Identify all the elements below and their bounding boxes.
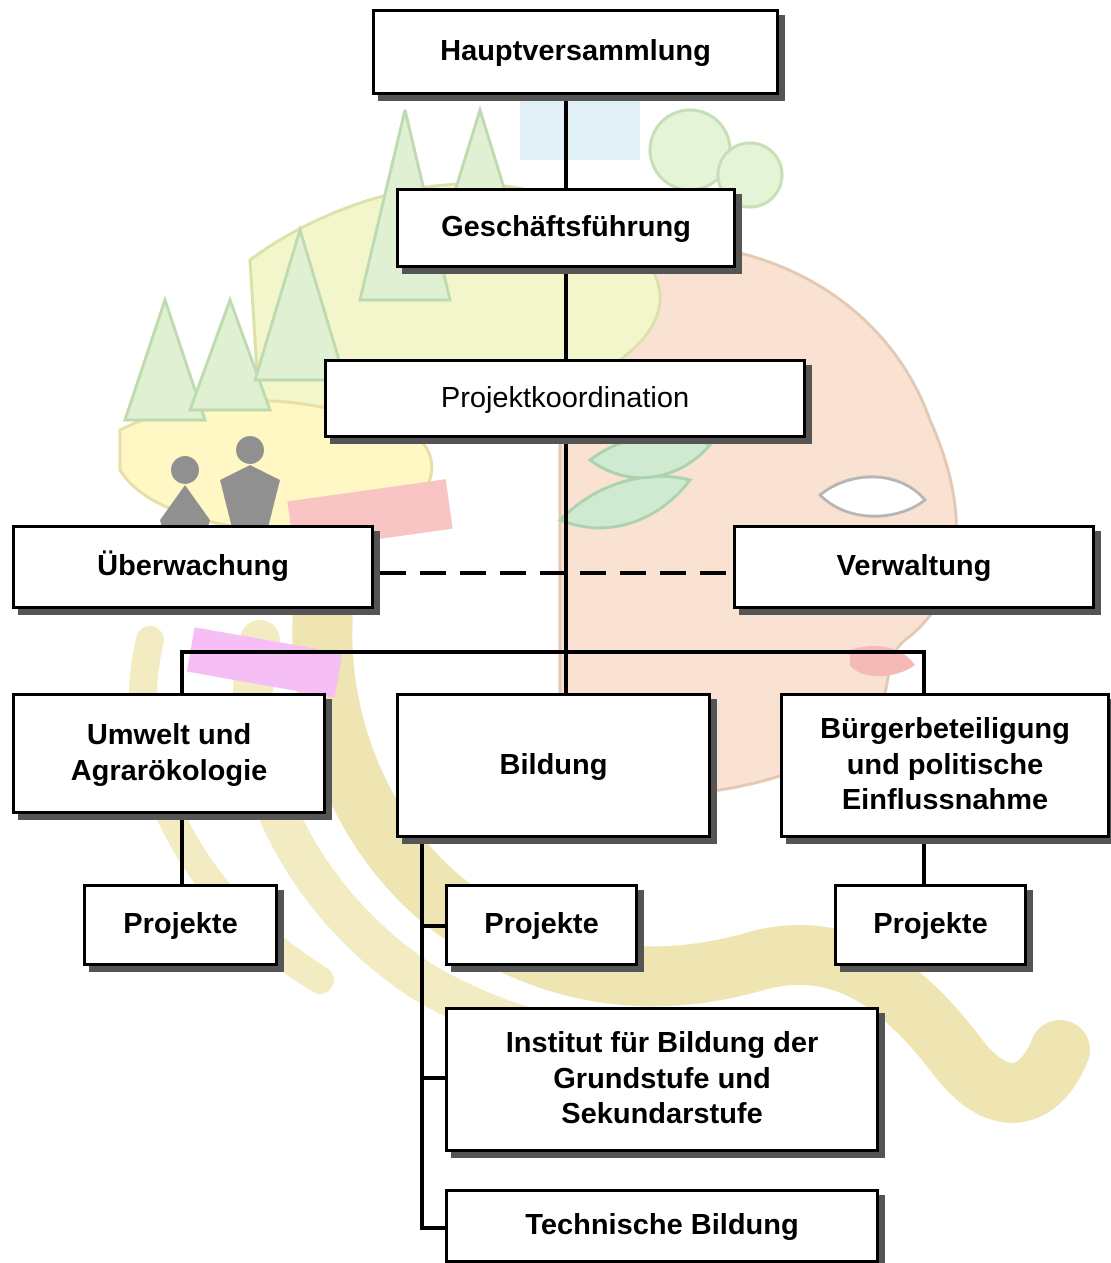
label-projekte-umwelt: Projekte <box>123 908 238 941</box>
box-projekte-buergerbeteiligung: Projekte <box>834 884 1027 966</box>
label-projekte-buergerbeteiligung: Projekte <box>873 908 988 941</box>
box-projekte-umwelt: Projekte <box>83 884 278 966</box>
label-geschaeftsfuehrung: Geschäftsführung <box>441 211 691 244</box>
label-buergerbeteiligung: Bürgerbeteiligung und politische Einflus… <box>820 713 1070 817</box>
box-projekte-bildung: Projekte <box>445 884 638 966</box>
box-bildung: Bildung <box>396 693 711 838</box>
box-umwelt-agraroekologie: Umwelt und Agrarökologie <box>12 693 326 814</box>
box-ueberwachung: Überwachung <box>12 525 374 609</box>
connector-department-bar <box>180 650 926 693</box>
label-projekte-bildung: Projekte <box>484 908 599 941</box>
label-institut-bildung: Institut für Bildung der Grundstufe und … <box>505 1027 819 1131</box>
box-technische-bildung: Technische Bildung <box>445 1189 879 1263</box>
box-geschaeftsfuehrung: Geschäftsführung <box>396 188 736 268</box>
box-hauptversammlung: Hauptversammlung <box>372 9 779 95</box>
label-hauptversammlung: Hauptversammlung <box>440 35 711 68</box>
label-technische-bildung: Technische Bildung <box>525 1209 799 1242</box>
label-ueberwachung: Überwachung <box>97 550 289 583</box>
label-umwelt-agraroekologie: Umwelt und Agrarökologie <box>70 719 268 787</box>
box-projektkoordination: Projektkoordination <box>324 359 806 438</box>
box-institut-bildung: Institut für Bildung der Grundstufe und … <box>445 1007 879 1152</box>
connector-education-trunk <box>420 838 445 1230</box>
box-buergerbeteiligung: Bürgerbeteiligung und politische Einflus… <box>780 693 1110 838</box>
label-projektkoordination: Projektkoordination <box>440 381 690 414</box>
label-bildung: Bildung <box>499 748 608 781</box>
box-verwaltung: Verwaltung <box>733 525 1095 609</box>
label-verwaltung: Verwaltung <box>836 550 992 583</box>
